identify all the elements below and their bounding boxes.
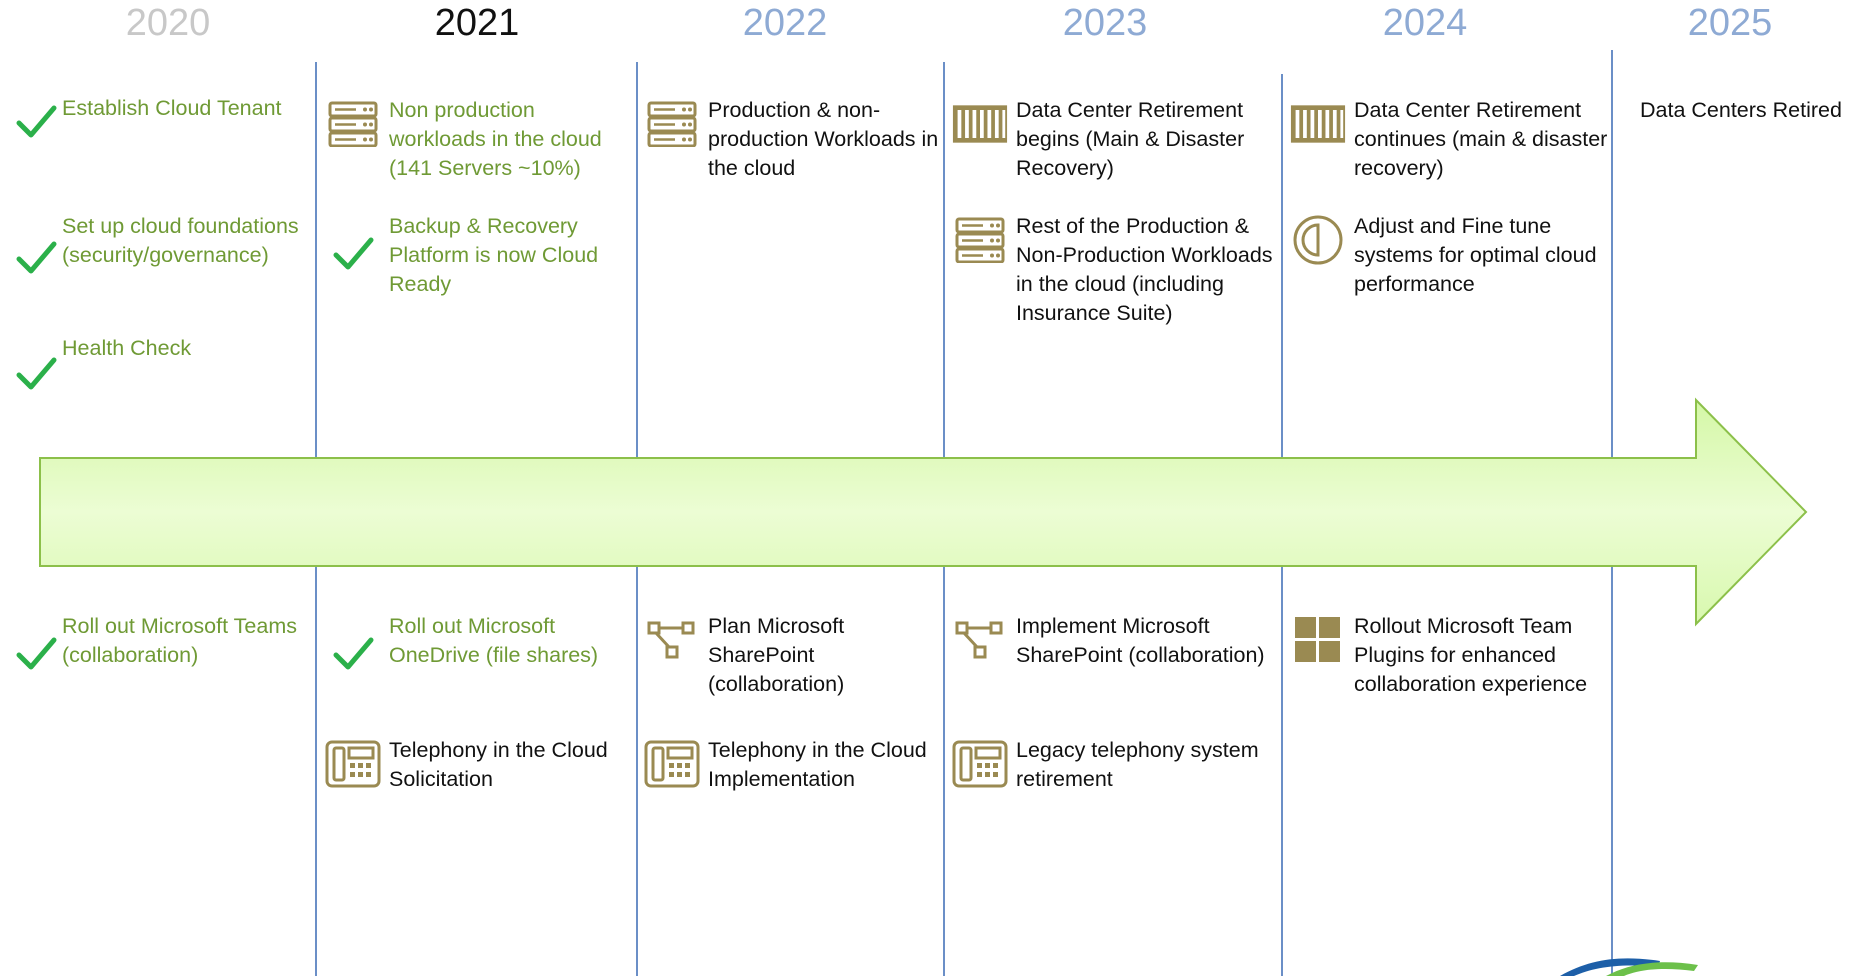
network-icon — [952, 612, 1008, 668]
phone-icon — [644, 736, 700, 792]
year-label-2025: 2025 — [1687, 2, 1773, 44]
check-icon — [8, 626, 64, 682]
year-label-2024: 2024 — [1382, 2, 1468, 44]
server-icon — [325, 96, 381, 152]
logo-icon — [1560, 958, 1698, 976]
phone-icon — [952, 736, 1008, 792]
milestone-dc-retirement-continues: Data Center Retirement continues (main &… — [1290, 96, 1608, 183]
milestone-plan-sharepoint: Plan Microsoft SharePoint (collaboration… — [644, 612, 940, 699]
milestone-prod-workloads: Production & non-production Workloads in… — [644, 96, 940, 183]
server-icon — [644, 96, 700, 152]
year-label-2021: 2021 — [434, 2, 520, 44]
year-label-2023: 2023 — [1062, 2, 1148, 44]
datacenter-icon — [952, 96, 1008, 152]
server-icon — [952, 212, 1008, 268]
milestone-legacy-telephony: Legacy telephony system retirement — [952, 736, 1280, 794]
check-icon — [8, 346, 64, 402]
milestone-telephony-solicitation: Telephony in the Cloud Solicitation — [325, 736, 633, 794]
milestone-dc-retirement-begins: Data Center Retirement begins (Main & Di… — [952, 96, 1280, 183]
milestone-nonprod-workloads: Non production workloads in the cloud (1… — [325, 96, 633, 183]
check-icon — [325, 626, 381, 682]
milestone-teams-plugins: Rollout Microsoft Team Plugins for enhan… — [1290, 612, 1608, 699]
check-icon — [8, 230, 64, 286]
milestone-rest-of-workloads: Rest of the Production & Non-Production … — [952, 212, 1280, 328]
milestone-fine-tune: Adjust and Fine tune systems for optimal… — [1290, 212, 1608, 299]
datacenter-icon — [1290, 96, 1346, 152]
check-icon — [325, 226, 381, 282]
check-icon — [8, 94, 64, 150]
network-icon — [644, 612, 700, 668]
year-label-2022: 2022 — [742, 2, 828, 44]
contrast-icon — [1290, 212, 1346, 268]
milestone-cloud-foundations: Set up cloud foundations (security/gover… — [8, 212, 313, 286]
windows-icon — [1290, 612, 1346, 668]
milestone-implement-sharepoint: Implement Microsoft SharePoint (collabor… — [952, 612, 1280, 670]
phone-icon — [325, 736, 381, 792]
year-label-2020: 2020 — [125, 2, 211, 44]
milestone-rollout-teams: Roll out Microsoft Teams (collaboration) — [8, 612, 313, 682]
milestone-dc-retired: Data Centers Retired — [1640, 98, 1842, 122]
milestone-rollout-onedrive: Roll out Microsoft OneDrive (file shares… — [325, 612, 633, 682]
milestone-telephony-implementation: Telephony in the Cloud Implementation — [644, 736, 940, 794]
milestone-backup-recovery: Backup & Recovery Platform is now Cloud … — [325, 212, 633, 299]
milestone-establish-cloud-tenant: Establish Cloud Tenant — [8, 94, 313, 150]
milestone-health-check: Health Check — [8, 334, 313, 402]
